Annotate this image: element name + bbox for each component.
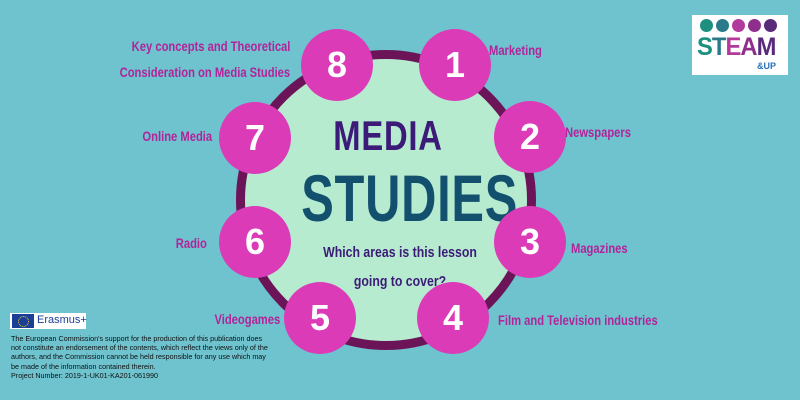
robot-icon: [716, 19, 729, 32]
lesson-question: Which areas is this lesson going to cove…: [323, 244, 477, 290]
topic-label-8-line1: Key concepts and Theoretical: [131, 38, 290, 54]
topic-bubble-7: 7: [219, 102, 291, 174]
protractor-icon: [764, 19, 777, 32]
topic-bubble-4: 4: [417, 282, 489, 354]
steam-up-logo: STEAM &UP: [692, 15, 788, 75]
disclaimer: The European Commission's support for th…: [11, 334, 271, 380]
disclaimer-text: The European Commission's support for th…: [11, 334, 268, 371]
gears-icon: [732, 19, 745, 32]
topic-label-2: Newspapers: [565, 124, 631, 140]
topic-bubble-5: 5: [284, 282, 356, 354]
logo-up-text: &UP: [757, 61, 777, 71]
title-media: MEDIA: [333, 112, 443, 159]
logo-steam-text: STEAM: [697, 33, 776, 61]
title-studies: STUDIES: [301, 161, 519, 235]
thermometer-icon: [700, 19, 713, 32]
topic-label-7: Online Media: [142, 128, 212, 144]
topic-label-1: Marketing: [489, 42, 542, 58]
logo-icons: [700, 19, 777, 32]
project-number: Project Number: 2019-1-UK01-KA201-061990: [11, 370, 159, 380]
topic-label-3: Magazines: [571, 240, 628, 256]
erasmus-label: Erasmus+: [37, 314, 87, 326]
central-circle: [236, 50, 536, 350]
topic-bubble-3: 3: [494, 206, 566, 278]
topic-label-8-line2: Consideration on Media Studies: [119, 64, 290, 80]
eu-flag-icon: [12, 314, 34, 328]
brush-icon: [748, 19, 761, 32]
topic-bubble-8: 8: [301, 29, 373, 101]
topic-label-5: Videogames: [214, 311, 280, 327]
topic-bubble-1: 1: [419, 29, 491, 101]
topic-label-6: Radio: [175, 235, 207, 251]
topic-label-4: Film and Television industries: [498, 312, 658, 328]
topic-bubble-6: 6: [219, 206, 291, 278]
topic-bubble-2: 2: [494, 101, 566, 173]
erasmus-logo: Erasmus+: [10, 313, 87, 329]
